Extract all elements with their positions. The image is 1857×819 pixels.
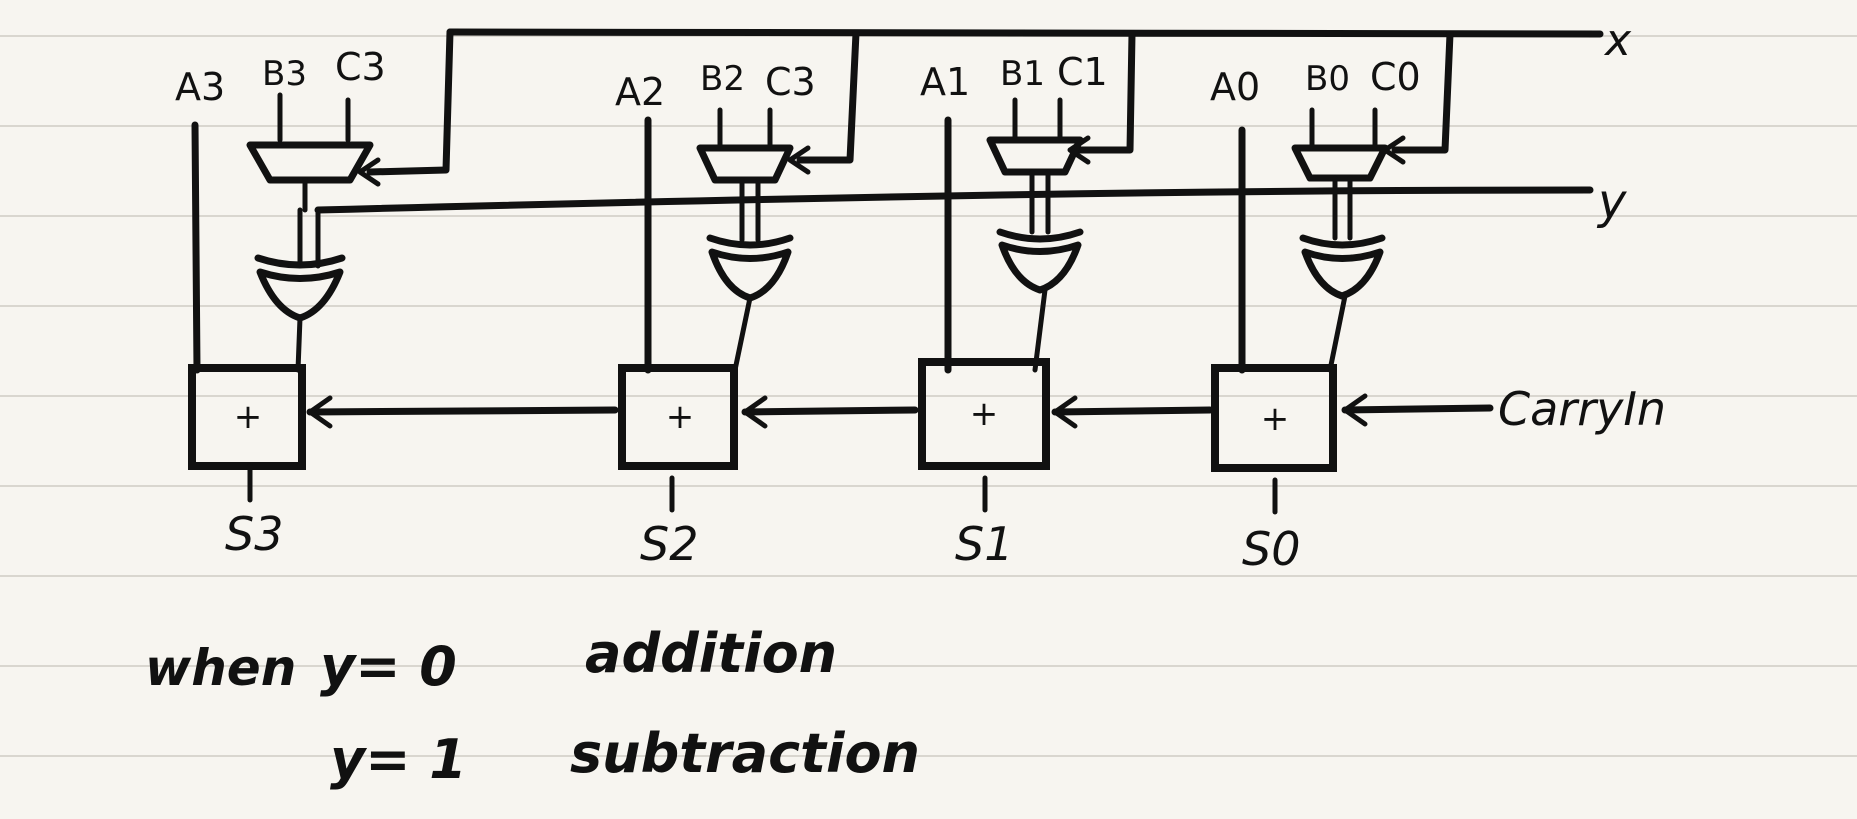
bit0-adder <box>1211 364 1337 472</box>
bit3-xor-gate <box>256 268 344 322</box>
x-label: x <box>1603 15 1632 66</box>
note-line1-condition: y= 0 <box>320 635 457 698</box>
note-when: when <box>145 639 296 697</box>
bit0-sum-label: S0 <box>1242 522 1300 576</box>
bit0-a-label: A0 <box>1210 65 1260 109</box>
bit1-adder <box>918 358 1050 470</box>
y-label: y <box>1596 174 1627 230</box>
carry-in-arrow <box>1341 393 1494 427</box>
note-line2-operation: subtraction <box>570 722 920 785</box>
bit1-xor-gate <box>998 241 1082 294</box>
bit2-xor-gate <box>708 248 792 302</box>
x-control-bus <box>357 28 1604 187</box>
bit2-b-label: B2 <box>700 59 745 99</box>
bit3-b-label: B3 <box>262 54 307 94</box>
bit2-a-label: A2 <box>615 70 665 114</box>
mode-notes: when y= 0 addition y= 1 subtraction <box>145 622 920 791</box>
bit0-c-label: C0 <box>1370 55 1421 99</box>
bit1-a-label: A1 <box>920 60 970 104</box>
bit1-sum-label: S1 <box>955 517 1013 571</box>
bit3-slice: A3 B3 C3 + S3 <box>175 45 386 561</box>
bit2-sum-label: S2 <box>640 517 698 571</box>
ruled-lines <box>0 35 1857 757</box>
bit0-b-label: B0 <box>1305 59 1350 99</box>
bit0-adder-label: + <box>1261 399 1290 439</box>
bit2-adder <box>618 364 738 470</box>
bit3-sum-label: S3 <box>225 507 283 561</box>
bit3-mux <box>246 141 374 184</box>
bit2-mux <box>696 144 794 184</box>
bit3-adder-label: + <box>234 397 263 437</box>
note-line1-operation: addition <box>585 622 837 685</box>
bit1-c-label: C1 <box>1057 50 1108 94</box>
y-control-bus <box>314 186 1594 243</box>
note-line2-condition: y= 1 <box>330 728 467 791</box>
carry-arrow-2-to-3 <box>306 395 619 429</box>
bit3-adder <box>188 364 306 470</box>
bit1-b-label: B1 <box>1000 54 1045 94</box>
bit0-slice: A0 B0 C0 + S0 <box>1210 55 1421 576</box>
bit3-a-label: A3 <box>175 65 225 109</box>
bit2-slice: A2 B2 C3 + S2 <box>615 59 816 571</box>
carry-arrow-1-to-2 <box>741 395 919 429</box>
bit2-adder-label: + <box>666 397 695 437</box>
bit0-xor-gate <box>1301 248 1384 300</box>
bit1-adder-label: + <box>970 394 999 434</box>
bit1-mux <box>986 136 1084 176</box>
bit0-mux <box>1291 144 1389 182</box>
bit3-c-label: C3 <box>335 45 386 89</box>
carry-arrow-0-to-1 <box>1051 395 1214 429</box>
bit1-slice: A1 B1 C1 + S1 <box>918 50 1108 571</box>
carry-in-label: CarryIn <box>1498 382 1666 436</box>
bit2-c-label: C3 <box>765 60 816 104</box>
